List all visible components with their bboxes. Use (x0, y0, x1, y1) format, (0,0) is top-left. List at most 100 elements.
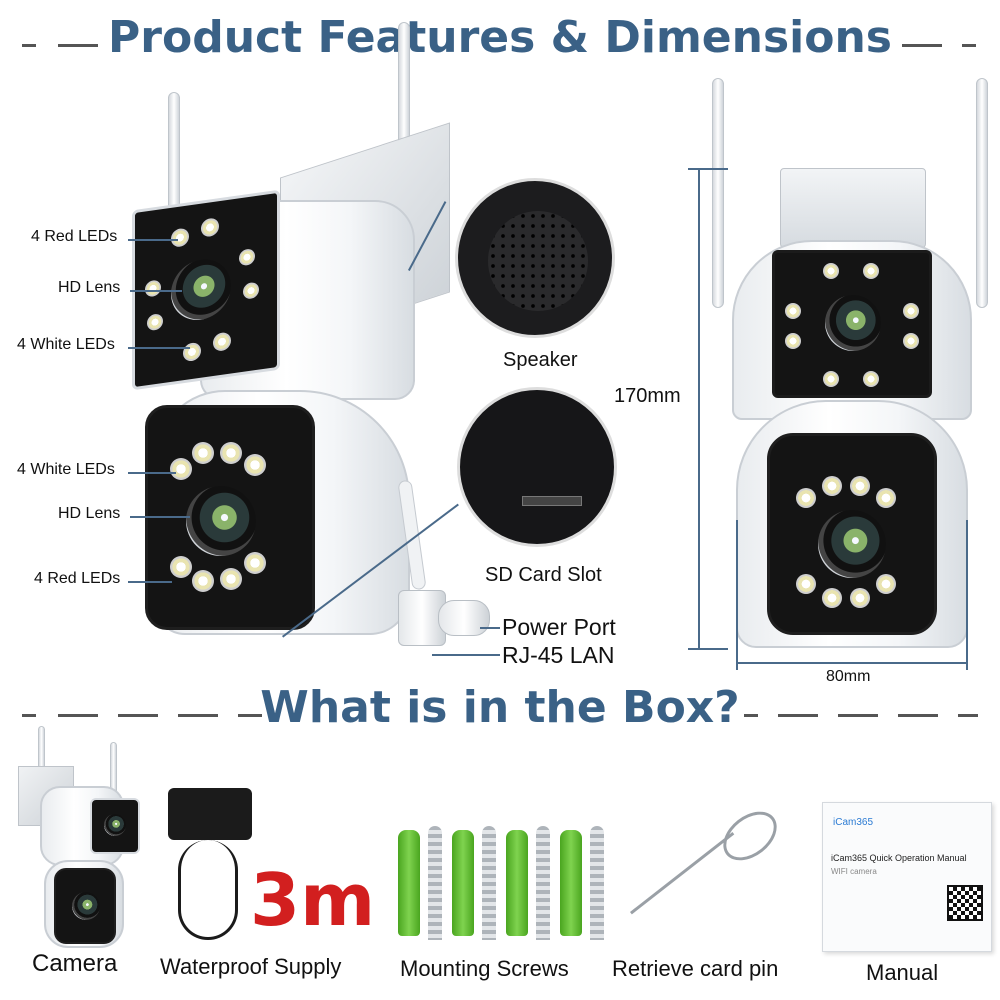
led (876, 488, 896, 508)
led (850, 588, 870, 608)
led (239, 248, 255, 267)
section-title-box: What is in the Box? (260, 682, 740, 733)
heading-dash (238, 714, 262, 717)
led (170, 556, 192, 578)
led (903, 303, 919, 319)
led (170, 458, 192, 480)
heading-dash (744, 714, 758, 717)
label-speaker: Speaker (503, 349, 578, 371)
power-adapter (168, 788, 252, 840)
box-label-camera: Camera (32, 950, 118, 977)
led (850, 476, 870, 496)
height-tick-bottom (688, 648, 728, 650)
leader-line-rj45 (432, 654, 500, 656)
qr-code (947, 885, 983, 921)
led (220, 568, 242, 590)
top-hd-lens (825, 295, 881, 351)
heading-dash-left-2 (58, 44, 98, 47)
top-camera-panel (90, 798, 140, 854)
led (192, 442, 214, 464)
bottom-camera-panel (145, 405, 315, 630)
label-sd-card-slot: SD Card Slot (485, 564, 602, 586)
box-item-mounting-screws (394, 826, 614, 944)
leader-line (128, 472, 176, 474)
power-connector (438, 600, 490, 636)
led (785, 303, 801, 319)
height-dimension-line (698, 168, 700, 648)
led (863, 263, 879, 279)
bottom-camera-panel (767, 433, 937, 635)
leader-line (130, 290, 182, 292)
led (145, 279, 161, 298)
sd-card-slot (522, 496, 582, 506)
wall-anchor (398, 830, 420, 936)
heading-dash (22, 714, 36, 717)
label-power-port: Power Port (502, 614, 616, 640)
leader-line-power (480, 627, 500, 629)
wall-mount (780, 168, 926, 248)
adapter-cable (178, 840, 238, 940)
speaker-grille (488, 211, 588, 311)
led (903, 333, 919, 349)
lens (72, 892, 100, 920)
led (785, 333, 801, 349)
manual-title: iCam365 Quick Operation Manual (831, 853, 967, 863)
leader-line (130, 516, 190, 518)
heading-dash (898, 714, 938, 717)
heading-dash (958, 714, 978, 717)
manual-brand: iCam365 (833, 817, 874, 828)
label-rj45-lan: RJ-45 LAN (502, 642, 615, 668)
box-item-camera (18, 726, 144, 948)
manual-subtitle: WIFI camera (831, 867, 877, 876)
box-item-power-supply: 3m (160, 780, 380, 950)
led (171, 227, 189, 248)
width-tick-left (736, 520, 738, 670)
height-tick-top (688, 168, 728, 170)
bottom-hd-lens (186, 486, 256, 556)
led (147, 313, 163, 332)
heading-dash (58, 714, 98, 717)
screw (428, 826, 442, 940)
lens (104, 814, 126, 836)
leader-line (128, 347, 190, 349)
led (823, 263, 839, 279)
antenna-left (712, 78, 724, 308)
led (244, 454, 266, 476)
label-4-red-leds-top: 4 Red LEDs (31, 228, 118, 245)
label-4-red-leds-bottom: 4 Red LEDs (34, 570, 121, 587)
heading-dash (118, 714, 158, 717)
box-label-mounting-screws: Mounting Screws (400, 956, 569, 981)
speaker-detail (455, 178, 615, 338)
screw (536, 826, 550, 940)
label-hd-lens-top: HD Lens (58, 279, 121, 296)
bottom-camera-panel (54, 868, 116, 944)
led (822, 476, 842, 496)
width-tick-right (966, 520, 968, 670)
led (244, 552, 266, 574)
box-label-retrieve-card-pin: Retrieve card pin (612, 956, 779, 981)
heading-dash (178, 714, 218, 717)
box-item-manual: iCam365 iCam365 Quick Operation Manual W… (822, 802, 992, 952)
led (876, 574, 896, 594)
sd-card-detail (457, 387, 617, 547)
bottom-hd-lens (818, 510, 886, 578)
page-title: Product Features & Dimensions (108, 12, 892, 63)
led (796, 488, 816, 508)
label-hd-lens-bottom: HD Lens (58, 505, 121, 522)
wall-anchor (452, 830, 474, 936)
heading-dash-right-1 (902, 44, 942, 47)
antenna-left (168, 92, 180, 222)
width-dimension-label: 80mm (826, 668, 871, 685)
cable-length-label: 3m (250, 858, 376, 942)
heading-dash (778, 714, 818, 717)
pin-shaft (630, 831, 735, 915)
heading-dash-left-1 (22, 44, 36, 47)
led (183, 341, 201, 363)
led (201, 217, 219, 238)
led (243, 281, 259, 300)
height-dimension-label: 170mm (614, 385, 681, 407)
label-4-white-leds-top: 4 White LEDs (17, 336, 115, 353)
led (220, 442, 242, 464)
heading-dash-right-2 (962, 44, 976, 47)
wall-anchor (560, 830, 582, 936)
